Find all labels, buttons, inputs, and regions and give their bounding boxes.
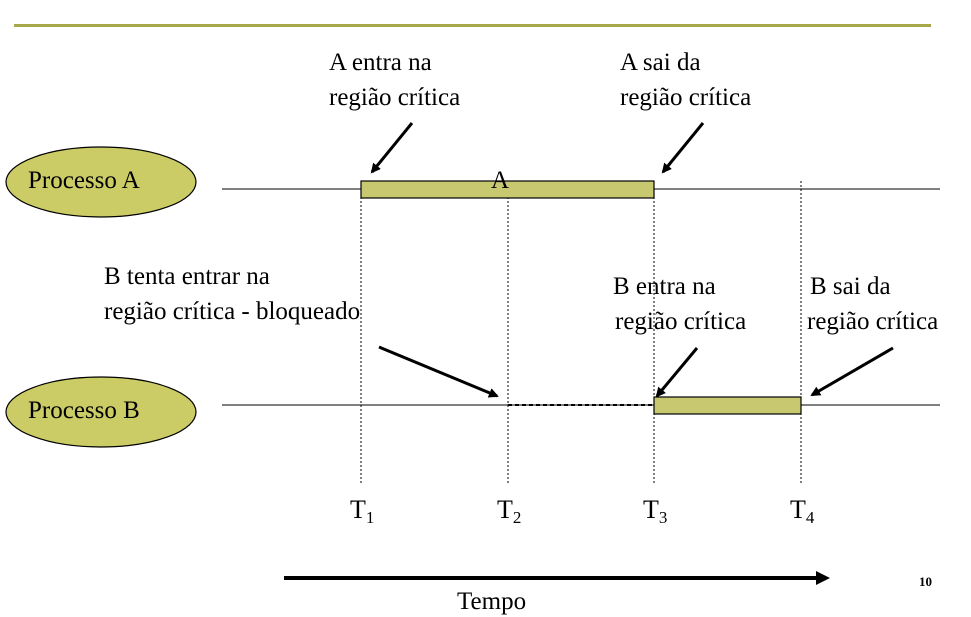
annotation-b-leaves-line1: B sai da — [810, 273, 891, 300]
annotation-a-leaves-line2: região crítica — [620, 84, 752, 111]
tick-label-t4: T4 — [790, 495, 815, 527]
process-a-critical-bar — [360, 180, 655, 199]
arrow-a-enters — [370, 122, 414, 174]
arrow-b-tries — [378, 345, 499, 398]
time-axis-arrowhead — [816, 571, 830, 585]
annotation-a-enters-line1: A entra na — [329, 49, 432, 76]
process-a-label: Processo A — [28, 167, 140, 194]
annotation-b-enters-line2: região crítica — [615, 308, 747, 335]
annotation-b-tries-line1: B tenta entrar na — [104, 263, 270, 290]
annotation-a-enters-line2: região crítica — [329, 84, 461, 111]
annotation-b-leaves-line2: região crítica — [807, 308, 939, 335]
arrow-a-leaves — [661, 122, 705, 174]
page-number: 10 — [919, 574, 932, 589]
tick-label-t2: T2 — [497, 495, 522, 527]
top-rule — [14, 24, 931, 27]
arrow-b-enters — [655, 347, 699, 398]
process-a-ellipse — [5, 146, 197, 218]
annotation-b-tries-line2: região crítica - bloqueado — [104, 298, 361, 325]
process-a-bar-label: A — [491, 167, 510, 194]
process-b-critical-bar — [653, 396, 802, 415]
arrow-b-leaves — [810, 346, 894, 397]
process-b-ellipse — [5, 376, 197, 448]
tick-label-t3: T3 — [643, 495, 668, 527]
annotation-b-enters-line1: B entra na — [613, 273, 716, 300]
annotation-a-leaves-line1: A sai da — [620, 49, 701, 76]
process-b-label: Processo B — [28, 397, 140, 424]
tick-label-t1: T1 — [350, 495, 375, 527]
time-axis-label: Tempo — [457, 588, 527, 615]
